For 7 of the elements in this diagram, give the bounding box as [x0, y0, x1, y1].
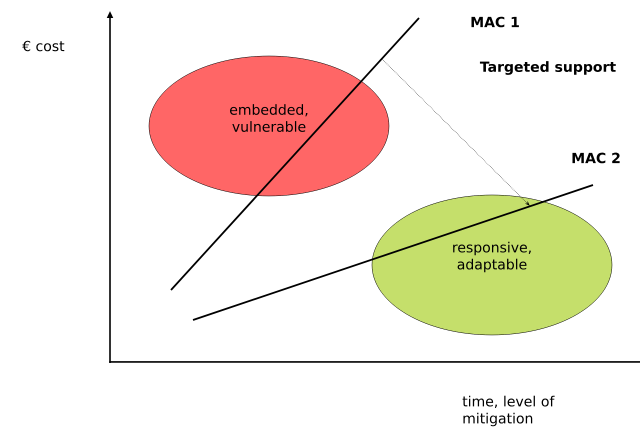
curve-label: MAC 2	[572, 152, 620, 164]
axis-label: € cost	[22, 40, 64, 52]
edge-label: Targeted support	[478, 60, 618, 76]
cost-curve-line	[192, 184, 594, 321]
cost-curve-line	[170, 17, 420, 291]
curve-label: MAC 1	[471, 16, 519, 28]
axis-label: time, level of mitigation	[462, 396, 555, 426]
